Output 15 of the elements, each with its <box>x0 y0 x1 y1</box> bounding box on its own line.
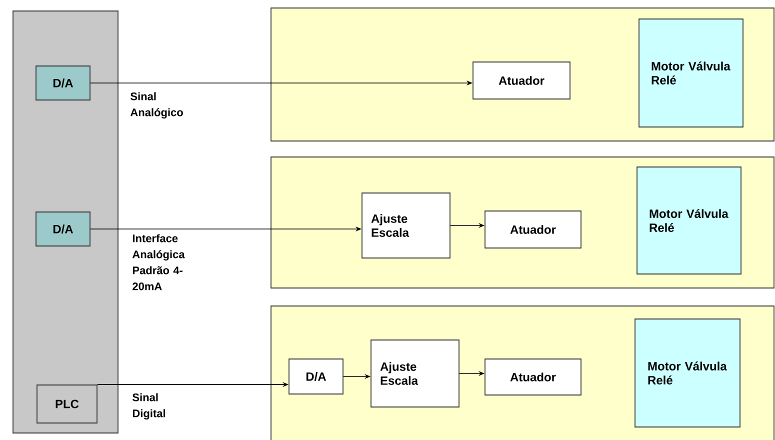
edge-label: Sinal Analógico <box>130 92 183 118</box>
scaling-box: Ajuste Escala <box>362 192 450 258</box>
scaling-box: Ajuste Escala <box>370 340 460 408</box>
edge-label: Sinal Digital <box>132 393 166 420</box>
actuator-box: Atuador <box>472 62 570 100</box>
converter-box: D/A <box>288 358 344 394</box>
converter-box: D/A <box>36 66 90 100</box>
device-box: Motor Válvula Relé <box>636 166 742 274</box>
edge-label: Interface Analógica Padrão 4-20mA <box>132 234 185 290</box>
plc-box: PLC <box>36 384 98 424</box>
converter-box: D/A <box>36 212 90 246</box>
actuator-box: Atuador <box>484 210 582 248</box>
device-box: Motor Válvula Relé <box>634 318 740 428</box>
device-box: Motor Válvula Relé <box>638 18 744 128</box>
actuator-box: Atuador <box>484 358 582 396</box>
